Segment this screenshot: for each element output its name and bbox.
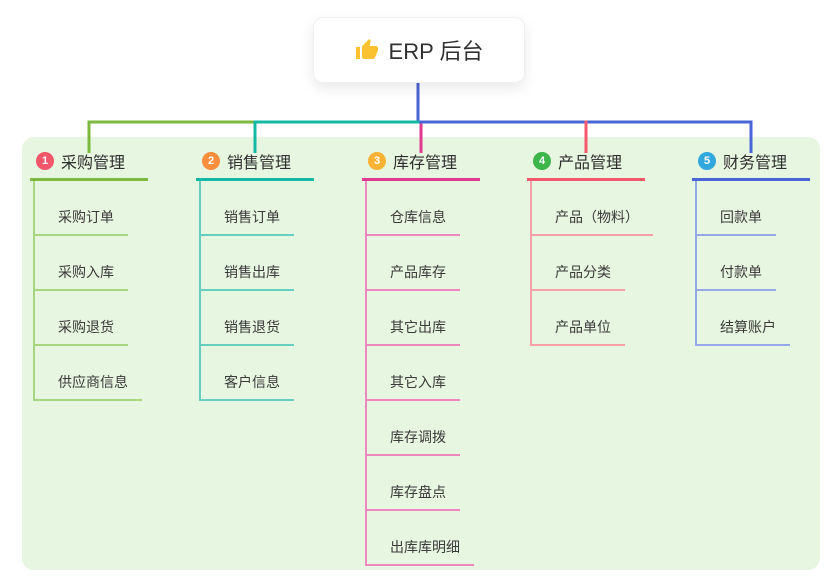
children-connector-line: [33, 181, 35, 400]
child-node[interactable]: 采购订单: [33, 207, 128, 236]
branch-children: 采购订单采购入库采购退货供应商信息: [30, 181, 148, 401]
root-node-label: ERP 后台: [388, 39, 484, 64]
branch-3: 3 库存管理仓库信息产品库存其它出库其它入库库存调拨库存盘点出库库明细: [362, 148, 480, 566]
branch-node-1[interactable]: 1 采购管理: [30, 148, 148, 181]
priority-badge-2: 2: [202, 152, 220, 170]
child-node[interactable]: 产品单位: [530, 317, 625, 346]
child-row: 其它入库: [362, 346, 480, 401]
child-row: 供应商信息: [30, 346, 148, 401]
branch-label: 库存管理: [393, 155, 458, 172]
child-node[interactable]: 产品分类: [530, 262, 625, 291]
child-node[interactable]: 出库库明细: [365, 537, 474, 566]
child-node[interactable]: 采购入库: [33, 262, 128, 291]
child-row: 产品库存: [362, 236, 480, 291]
child-row: 产品单位: [527, 291, 645, 346]
child-node[interactable]: 仓库信息: [365, 207, 460, 236]
branch-children: 回款单付款单结算账户: [692, 181, 810, 346]
child-row: 产品分类: [527, 236, 645, 291]
child-row: 销售退货: [196, 291, 314, 346]
child-row: 回款单: [692, 181, 810, 236]
children-connector-line: [695, 181, 697, 345]
child-row: 库存调拨: [362, 401, 480, 456]
child-node[interactable]: 回款单: [695, 207, 776, 236]
children-connector-line: [530, 181, 532, 345]
child-node[interactable]: 供应商信息: [33, 372, 142, 401]
child-row: 产品（物料）: [527, 181, 653, 236]
child-node[interactable]: 销售退货: [199, 317, 294, 346]
branch-node-5[interactable]: 5 财务管理: [692, 148, 810, 181]
branch-node-4[interactable]: 4 产品管理: [527, 148, 645, 181]
priority-badge-1: 1: [36, 152, 54, 170]
child-row: 付款单: [692, 236, 810, 291]
child-node[interactable]: 付款单: [695, 262, 776, 291]
thumbs-up-icon: [355, 39, 378, 59]
priority-badge-4: 4: [533, 152, 551, 170]
branch-5: 5 财务管理回款单付款单结算账户: [692, 148, 810, 346]
child-row: 其它出库: [362, 291, 480, 346]
child-node[interactable]: 采购退货: [33, 317, 128, 346]
child-node[interactable]: 销售出库: [199, 262, 294, 291]
branch-label: 销售管理: [227, 155, 292, 172]
children-connector-line: [199, 181, 201, 400]
branch-1: 1 采购管理采购订单采购入库采购退货供应商信息: [30, 148, 148, 401]
branches-background-panel: [22, 137, 820, 570]
child-node[interactable]: 产品库存: [365, 262, 460, 291]
child-row: 销售出库: [196, 236, 314, 291]
branch-label: 采购管理: [61, 155, 126, 172]
branch-children: 仓库信息产品库存其它出库其它入库库存调拨库存盘点出库库明细: [362, 181, 480, 566]
branch-label: 产品管理: [558, 155, 623, 172]
child-node[interactable]: 其它出库: [365, 317, 460, 346]
child-row: 采购入库: [30, 236, 148, 291]
branch-node-3[interactable]: 3 库存管理: [362, 148, 480, 181]
child-row: 销售订单: [196, 181, 314, 236]
branch-2: 2 销售管理销售订单销售出库销售退货客户信息: [196, 148, 314, 401]
branch-4: 4 产品管理产品（物料） 产品分类产品单位: [527, 148, 653, 346]
child-node[interactable]: 销售订单: [199, 207, 294, 236]
priority-badge-3: 3: [368, 152, 386, 170]
child-node[interactable]: 其它入库: [365, 372, 460, 401]
branch-label: 财务管理: [723, 155, 788, 172]
child-node[interactable]: 库存调拨: [365, 427, 460, 456]
branch-node-2[interactable]: 2 销售管理: [196, 148, 314, 181]
branch-children: 销售订单销售出库销售退货客户信息: [196, 181, 314, 401]
root-node-erp[interactable]: ERP 后台: [313, 17, 525, 83]
branch-children: 产品（物料） 产品分类产品单位: [527, 181, 653, 346]
child-node[interactable]: 客户信息: [199, 372, 294, 401]
child-node[interactable]: 结算账户: [695, 317, 790, 346]
child-row: 采购订单: [30, 181, 148, 236]
child-node[interactable]: 产品（物料）: [530, 207, 653, 236]
priority-badge-5: 5: [698, 152, 716, 170]
child-row: 仓库信息: [362, 181, 480, 236]
child-row: 客户信息: [196, 346, 314, 401]
child-row: 出库库明细: [362, 511, 480, 566]
child-row: 采购退货: [30, 291, 148, 346]
child-row: 结算账户: [692, 291, 810, 346]
children-connector-line: [365, 181, 367, 565]
child-node[interactable]: 库存盘点: [365, 482, 460, 511]
child-row: 库存盘点: [362, 456, 480, 511]
